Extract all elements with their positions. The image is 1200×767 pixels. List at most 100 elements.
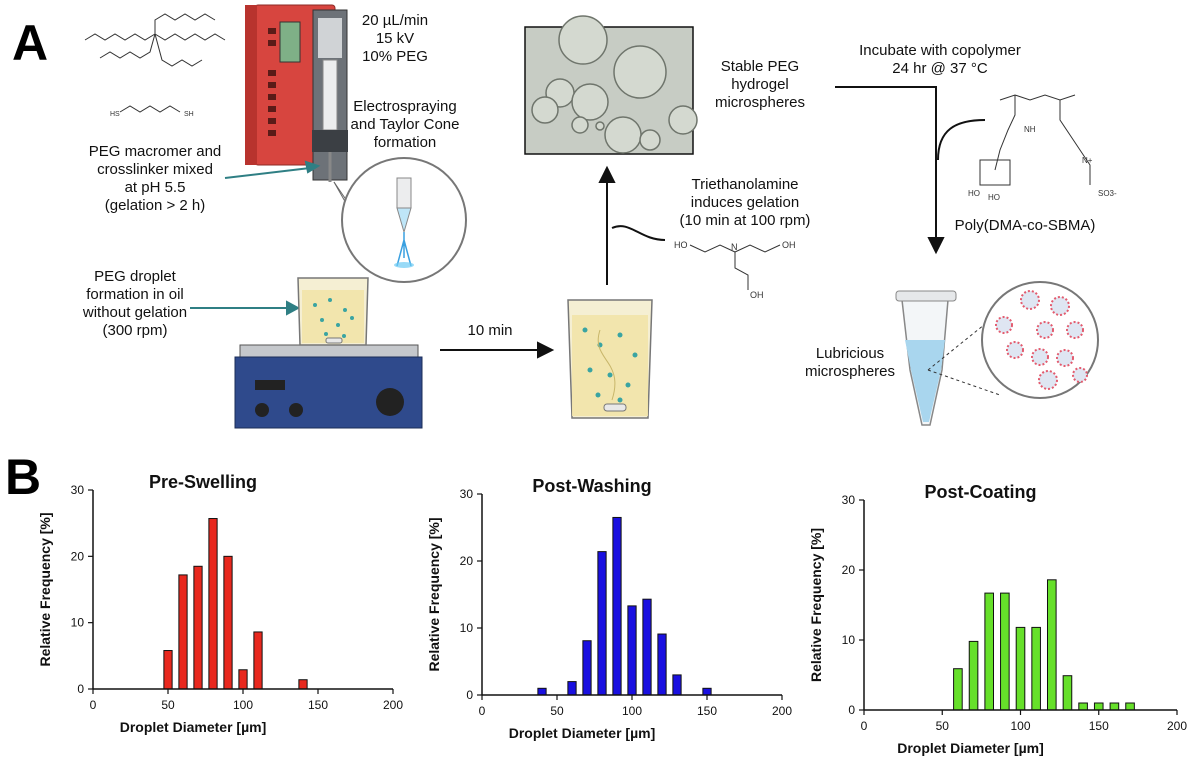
svg-text:N+: N+ [1082, 156, 1093, 165]
gelation-line-3: (10 min at 100 rpm) [679, 212, 811, 229]
stable-microspheres-label: Stable PEG hydrogel microspheres [700, 58, 820, 112]
copolymer-label: Poly(DMA-co-SBMA) [954, 217, 1096, 234]
y-axis-title: Relative Frequency [%] [37, 512, 53, 666]
histogram-bar [253, 631, 263, 690]
x-tick-label: 50 [550, 704, 564, 718]
time-step-label: 10 min [467, 322, 513, 339]
y-tick-label: 30 [460, 487, 474, 501]
y-tick-label: 20 [460, 554, 474, 568]
y-tick-label: 20 [71, 549, 85, 563]
svg-text:OH: OH [782, 240, 796, 250]
macromer-line-2: crosslinker mixed [97, 161, 213, 178]
macromer-line-4: (gelation > 2 h) [104, 197, 206, 214]
macromer-line-1: PEG macromer and [88, 143, 222, 160]
triethanolamine-atoms: HO N OH OH [674, 240, 796, 300]
histogram-bar [1125, 702, 1135, 711]
lubricious-label: Lubricious microspheres [800, 345, 900, 381]
chart-title: Post-Washing [532, 476, 651, 496]
histogram-bar [612, 516, 622, 696]
y-tick-label: 10 [460, 621, 474, 635]
histogram-bar [178, 574, 188, 690]
histogram-bar [627, 605, 637, 696]
peg-macromer-structure [84, 13, 226, 113]
beaker-oil [297, 277, 369, 346]
svg-text:OH: OH [750, 290, 764, 300]
electrospray-line-1: Electrospraying [353, 98, 457, 115]
histogram-bar [1031, 626, 1041, 711]
chart-title: Post-Coating [925, 482, 1037, 502]
panel-a-letter: A [12, 15, 49, 71]
gelation-label: Triethanolamine induces gelation (10 min… [665, 176, 825, 230]
parameter-voltage: 15 kV [375, 30, 415, 47]
stable-line-3: microspheres [714, 94, 806, 111]
droplet-line-2: formation in oil [86, 286, 184, 303]
syringe-pump-device [245, 4, 348, 182]
macromer-label: PEG macromer and crosslinker mixed at pH… [80, 143, 230, 215]
y-tick-label: 0 [77, 682, 84, 696]
y-tick-label: 20 [842, 563, 856, 577]
histogram-bar [537, 687, 547, 696]
histogram-bar [163, 650, 173, 690]
parameter-peg-concentration: 10% PEG [362, 48, 428, 65]
histogram-bar [597, 551, 607, 696]
histogram-bar [1062, 675, 1073, 711]
y-tick-label: 30 [71, 483, 85, 497]
svg-text:HO: HO [674, 240, 688, 250]
y-tick-label: 0 [466, 688, 473, 702]
x-axis-title: Droplet Diameter [µm] [509, 725, 656, 741]
stirrer-plate [234, 344, 423, 429]
up-arrow [598, 165, 666, 285]
x-tick-label: 50 [161, 698, 175, 712]
beaker-gelation [567, 299, 653, 419]
incubate-line-1: Incubate with copolymer [859, 42, 1021, 59]
histogram-bar [238, 669, 248, 690]
triethanolamine-structure [689, 244, 781, 290]
x-tick-label: 100 [233, 698, 253, 712]
histogram-bar [1015, 626, 1026, 711]
x-tick-label: 200 [383, 698, 403, 712]
droplet-line-1: PEG droplet [94, 268, 176, 285]
x-tick-label: 150 [697, 704, 717, 718]
x-tick-label: 150 [1089, 719, 1109, 733]
taylor-cone-zoom [333, 157, 467, 283]
histogram-bar [1000, 592, 1010, 711]
y-tick-label: 0 [848, 703, 855, 717]
gelation-line-2: induces gelation [690, 194, 800, 211]
panel-b-letter: B [5, 449, 42, 505]
x-axis-title: Droplet Diameter [µm] [120, 719, 267, 735]
x-tick-label: 100 [622, 704, 642, 718]
histogram-bar [1078, 702, 1088, 711]
svg-text:NH: NH [1024, 125, 1036, 134]
stable-line-2: hydrogel [731, 76, 789, 93]
electrospray-parameters: 20 µL/min 15 kV 10% PEG [345, 12, 445, 66]
x-tick-label: 200 [1167, 719, 1187, 733]
y-tick-label: 10 [71, 616, 85, 630]
histogram-bar [193, 565, 203, 690]
histogram-bar [953, 668, 963, 711]
svg-text:HO: HO [968, 189, 980, 198]
x-tick-label: 100 [1010, 719, 1030, 733]
histogram-bar [984, 592, 995, 711]
svg-text:SO3-: SO3- [1098, 189, 1117, 198]
stable-line-1: Stable PEG [720, 58, 800, 75]
histogram-bar [702, 687, 712, 696]
histogram-bar [968, 640, 979, 711]
teal-arrows [190, 160, 321, 316]
electrospray-line-3: formation [373, 134, 437, 151]
histogram-bar [1093, 702, 1104, 711]
histogram-bar [298, 679, 308, 690]
x-tick-label: 200 [772, 704, 792, 718]
histogram-bar [582, 640, 592, 696]
lubricious-line-2: microspheres [804, 363, 896, 380]
svg-text:N: N [731, 242, 738, 252]
incubate-label: Incubate with copolymer 24 hr @ 37 °C [840, 42, 1040, 78]
x-tick-label: 0 [90, 698, 97, 712]
incubate-arrow [835, 86, 986, 255]
histogram-bar [657, 633, 667, 696]
x-tick-label: 0 [861, 719, 868, 733]
incubate-line-2: 24 hr @ 37 °C [892, 60, 988, 77]
